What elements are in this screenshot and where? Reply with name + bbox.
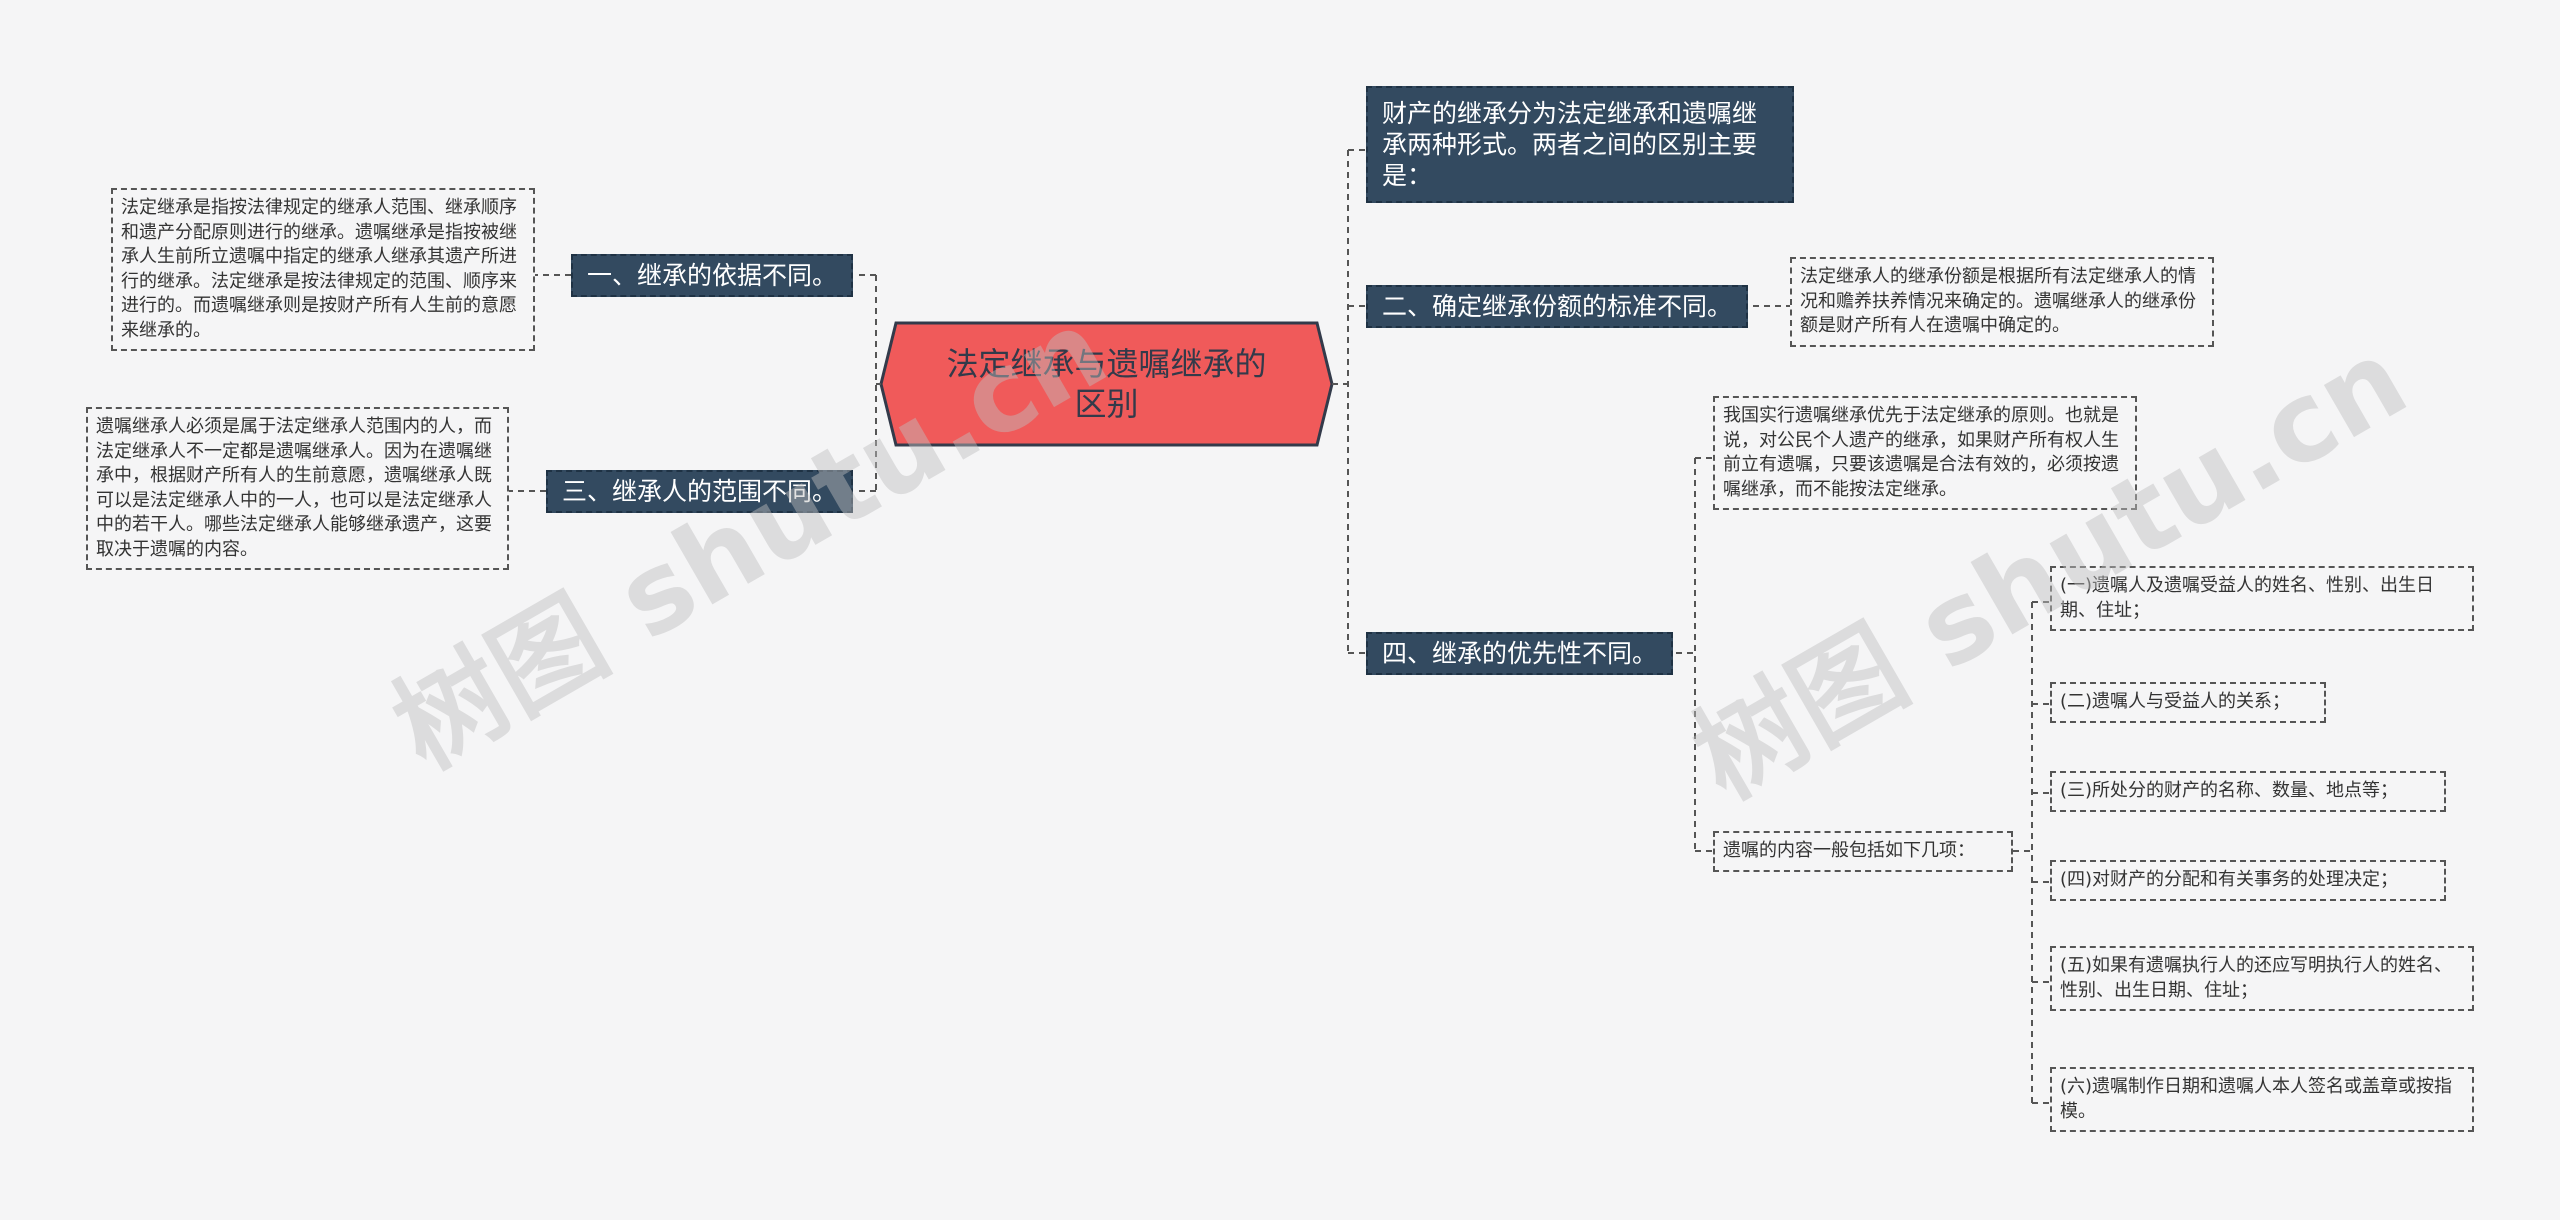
will-item-3-text: (三)所处分的财产的名称、数量、地点等； (2060, 780, 2399, 801)
branch-1-label: 一、继承的依据不同。 (587, 261, 838, 290)
branch-2-detail[interactable]: 法定继承人的继承份额是根据所有法定继承人的情况和赡养扶养情况来确定的。遗嘱继承人… (1790, 257, 2214, 347)
root-node[interactable]: 法定继承与遗嘱继承的区别 (896, 330, 1317, 438)
intro-node[interactable]: 财产的继承分为法定继承和遗嘱继承两种形式。两者之间的区别主要是： (1366, 86, 1794, 203)
will-item-1-text: (一)遗嘱人及遗嘱受益人的姓名、性别、出生日期、住址； (2060, 575, 2435, 621)
branch-1-basis[interactable]: 一、继承的依据不同。 (571, 254, 854, 297)
will-item-4[interactable]: (四)对财产的分配和有关事务的处理决定； (2050, 860, 2446, 901)
will-item-5-text: (五)如果有遗嘱执行人的还应写明执行人的姓名、性别、出生日期、住址； (2060, 955, 2453, 1001)
will-item-1[interactable]: (一)遗嘱人及遗嘱受益人的姓名、性别、出生日期、住址； (2050, 566, 2474, 631)
branch-1-detail-text: 法定继承是指按法律规定的继承人范围、继承顺序和遗产分配原则进行的继承。遗嘱继承是… (121, 197, 517, 341)
will-item-3[interactable]: (三)所处分的财产的名称、数量、地点等； (2050, 771, 2446, 812)
branch-3-label: 三、继承人的范围不同。 (562, 477, 838, 506)
intro-text: 财产的继承分为法定继承和遗嘱继承两种形式。两者之间的区别主要是： (1382, 99, 1758, 190)
will-item-2[interactable]: (二)遗嘱人与受益人的关系； (2050, 682, 2326, 723)
branch-2-detail-text: 法定继承人的继承份额是根据所有法定继承人的情况和赡养扶养情况来确定的。遗嘱继承人… (1800, 266, 2196, 336)
will-contents-label: 遗嘱的内容一般包括如下几项： (1723, 840, 1975, 861)
branch-2-share[interactable]: 二、确定继承份额的标准不同。 (1366, 285, 1749, 328)
will-item-4-text: (四)对财产的分配和有关事务的处理决定； (2060, 869, 2399, 890)
will-item-5[interactable]: (五)如果有遗嘱执行人的还应写明执行人的姓名、性别、出生日期、住址； (2050, 946, 2474, 1011)
branch-4-label: 四、继承的优先性不同。 (1382, 639, 1658, 668)
will-contents-node[interactable]: 遗嘱的内容一般包括如下几项： (1713, 831, 2013, 872)
will-item-2-text: (二)遗嘱人与受益人的关系； (2060, 691, 2291, 712)
root-title: 法定继承与遗嘱继承的区别 (946, 345, 1267, 423)
branch-1-detail[interactable]: 法定继承是指按法律规定的继承人范围、继承顺序和遗产分配原则进行的继承。遗嘱继承是… (111, 188, 535, 351)
will-item-6[interactable]: (六)遗嘱制作日期和遗嘱人本人签名或盖章或按指模。 (2050, 1067, 2474, 1132)
branch-4-detail-text: 我国实行遗嘱继承优先于法定继承的原则。也就是说，对公民个人遗产的继承，如果财产所… (1723, 405, 2119, 500)
branch-4-priority[interactable]: 四、继承的优先性不同。 (1366, 632, 1674, 675)
will-item-6-text: (六)遗嘱制作日期和遗嘱人本人签名或盖章或按指模。 (2060, 1076, 2453, 1122)
branch-4-detail[interactable]: 我国实行遗嘱继承优先于法定继承的原则。也就是说，对公民个人遗产的继承，如果财产所… (1713, 396, 2137, 510)
branch-2-label: 二、确定继承份额的标准不同。 (1382, 292, 1733, 321)
branch-3-detail[interactable]: 遗嘱继承人必须是属于法定继承人范围内的人，而法定继承人不一定都是遗嘱继承人。因为… (86, 407, 509, 570)
branch-3-detail-text: 遗嘱继承人必须是属于法定继承人范围内的人，而法定继承人不一定都是遗嘱继承人。因为… (96, 416, 492, 560)
branch-3-scope[interactable]: 三、继承人的范围不同。 (546, 470, 854, 513)
